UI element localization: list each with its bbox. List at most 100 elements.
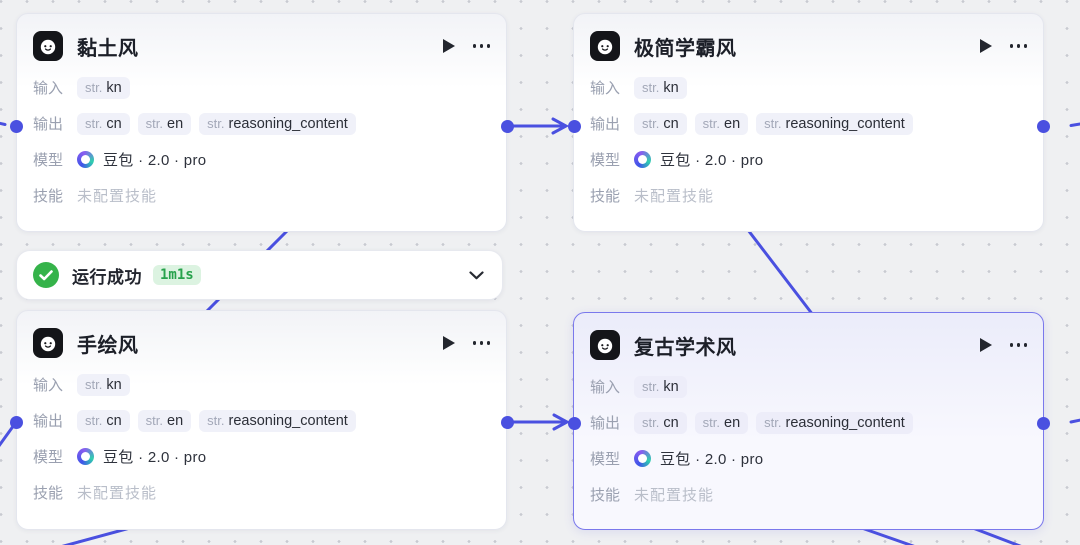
skill-label: 技能 <box>33 188 64 205</box>
output-row: 输出 str.cn str.en str.reasoning_content <box>33 407 490 434</box>
node-title: 复古学术风 <box>634 336 737 359</box>
skill-placeholder: 未配置技能 <box>634 487 715 504</box>
bot-avatar-icon <box>33 31 63 61</box>
param-chip: str.reasoning_content <box>756 112 913 135</box>
model-name: 豆包 · 2.0 · pro <box>660 152 764 169</box>
more-options-ellipsis-icon[interactable] <box>472 44 490 48</box>
skill-placeholder: 未配置技能 <box>77 485 158 502</box>
input-port[interactable] <box>567 119 581 133</box>
model-row: 模型 豆包 · 2.0 · pro <box>33 146 490 173</box>
param-chip: str.cn <box>634 112 687 135</box>
node-card-sketch-style[interactable]: 手绘风 输入 str.kn 输出 str.cn str.en str.reaso… <box>16 310 507 530</box>
skill-label: 技能 <box>590 487 621 504</box>
node-header: 黏土风 <box>17 14 506 61</box>
node-title: 黏土风 <box>77 37 139 60</box>
run-status-bar[interactable]: 运行成功 1m1s <box>16 250 503 300</box>
model-label: 模型 <box>33 152 64 169</box>
param-chip: str.cn <box>634 411 687 434</box>
node-header: 复古学术风 <box>574 313 1043 360</box>
model-label: 模型 <box>590 152 621 169</box>
param-chip: str.en <box>694 411 749 434</box>
more-options-ellipsis-icon[interactable] <box>1009 44 1027 48</box>
edge-arrowhead-icon <box>552 413 571 431</box>
input-row: 输入 str.kn <box>33 74 490 101</box>
run-node-play-icon[interactable] <box>979 38 993 54</box>
edge-minimal-to-retro[interactable] <box>746 228 815 317</box>
skill-placeholder: 未配置技能 <box>634 188 715 205</box>
param-chip: str.en <box>137 112 192 135</box>
model-name: 豆包 · 2.0 · pro <box>660 451 764 468</box>
skill-label: 技能 <box>33 485 64 502</box>
model-logo-icon <box>634 151 651 168</box>
more-options-ellipsis-icon[interactable] <box>1009 343 1027 347</box>
node-card-clay-style[interactable]: 黏土风 输入 str.kn 输出 str.cn str.en str.reaso… <box>16 13 507 232</box>
node-card-retro-style[interactable]: 复古学术风 输入 str.kn 输出 str.cn str.en str.rea… <box>573 312 1044 530</box>
more-options-ellipsis-icon[interactable] <box>472 341 490 345</box>
output-label: 输出 <box>33 413 64 430</box>
param-chip: str.cn <box>77 112 130 135</box>
model-logo-icon <box>77 151 94 168</box>
model-row: 模型 豆包 · 2.0 · pro <box>33 443 490 470</box>
param-chip: str.kn <box>77 76 130 99</box>
output-row: 输出 str.cn str.en str.reasoning_content <box>590 110 1027 137</box>
model-logo-icon <box>634 450 651 467</box>
param-chip: str.cn <box>77 409 130 432</box>
node-header: 极简学霸风 <box>574 14 1043 61</box>
input-label: 输入 <box>33 377 64 394</box>
output-row: 输出 str.cn str.en str.reasoning_content <box>33 110 490 137</box>
model-logo-icon <box>77 448 94 465</box>
param-chip: str.reasoning_content <box>199 112 356 135</box>
model-row: 模型 豆包 · 2.0 · pro <box>590 146 1027 173</box>
input-label: 输入 <box>590 80 621 97</box>
input-port[interactable] <box>9 119 23 133</box>
output-label: 输出 <box>590 415 621 432</box>
input-row: 输入 str.kn <box>590 74 1027 101</box>
param-chip: str.en <box>694 112 749 135</box>
param-chip: str.kn <box>634 375 687 398</box>
input-row: 输入 str.kn <box>590 373 1027 400</box>
skill-placeholder: 未配置技能 <box>77 188 158 205</box>
output-port[interactable] <box>500 415 514 429</box>
input-label: 输入 <box>33 80 64 97</box>
edge-outgoing-minimal-stub <box>1069 122 1080 127</box>
output-port[interactable] <box>500 119 514 133</box>
chevron-down-icon[interactable] <box>469 270 484 280</box>
edge-incoming-clay[interactable] <box>0 121 7 126</box>
output-port[interactable] <box>1036 416 1050 430</box>
model-name: 豆包 · 2.0 · pro <box>103 449 207 466</box>
output-label: 输出 <box>590 116 621 133</box>
run-status-text: 运行成功 <box>72 267 142 287</box>
run-node-play-icon[interactable] <box>979 337 993 353</box>
bot-avatar-icon <box>33 328 63 358</box>
node-title: 手绘风 <box>77 334 139 357</box>
model-label: 模型 <box>33 449 64 466</box>
param-chip: str.reasoning_content <box>756 411 913 434</box>
run-node-play-icon[interactable] <box>442 335 456 351</box>
input-row: 输入 str.kn <box>33 371 490 398</box>
output-label: 输出 <box>33 116 64 133</box>
input-label: 输入 <box>590 379 621 396</box>
bot-avatar-icon <box>590 31 620 61</box>
node-header: 手绘风 <box>17 311 506 358</box>
output-port[interactable] <box>1036 119 1050 133</box>
skill-row: 技能 未配置技能 <box>33 182 490 209</box>
node-title: 极简学霸风 <box>634 37 737 60</box>
edge-arrowhead-icon <box>551 117 570 135</box>
param-chip: str.en <box>137 409 192 432</box>
input-port[interactable] <box>567 416 581 430</box>
model-row: 模型 豆包 · 2.0 · pro <box>590 445 1027 472</box>
model-name: 豆包 · 2.0 · pro <box>103 152 207 169</box>
skill-row: 技能 未配置技能 <box>590 481 1027 508</box>
param-chip: str.kn <box>77 373 130 396</box>
run-node-play-icon[interactable] <box>442 38 456 54</box>
input-port[interactable] <box>9 415 23 429</box>
skill-label: 技能 <box>590 188 621 205</box>
skill-row: 技能 未配置技能 <box>33 479 490 506</box>
run-duration-badge: 1m1s <box>153 265 201 285</box>
output-row: 输出 str.cn str.en str.reasoning_content <box>590 409 1027 436</box>
skill-row: 技能 未配置技能 <box>590 182 1027 209</box>
param-chip: str.reasoning_content <box>199 409 356 432</box>
node-card-minimal-style[interactable]: 极简学霸风 输入 str.kn 输出 str.cn str.en str.rea… <box>573 13 1044 232</box>
edge-incoming-sketch[interactable] <box>0 423 16 457</box>
